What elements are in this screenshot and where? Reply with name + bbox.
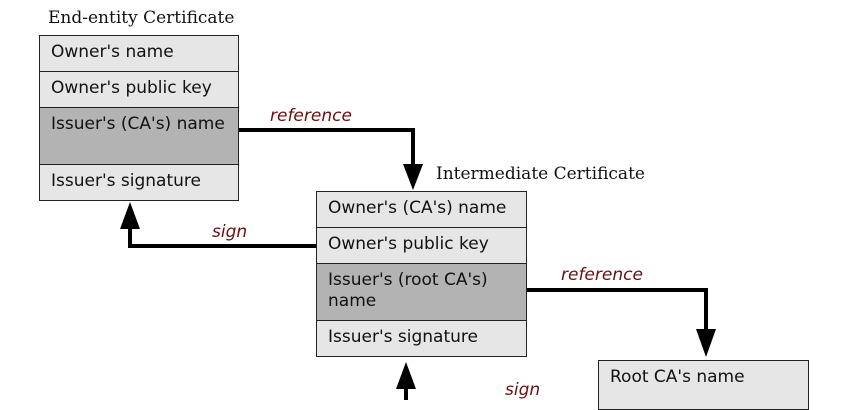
intermediate-owner-name: Owner's (CA's) name (317, 192, 526, 228)
end-entity-title: End-entity Certificate (48, 8, 235, 28)
intermediate-issuer-signature: Issuer's signature (317, 321, 526, 356)
sign-arrowhead-2 (396, 362, 416, 389)
sign-label-2: sign (505, 380, 541, 400)
reference-label-2: reference (561, 265, 643, 285)
end-entity-issuer-name: Issuer's (CA's) name (40, 108, 238, 165)
end-entity-owner-key: Owner's public key (40, 72, 238, 108)
intermediate-certificate: Owner's (CA's) name Owner's public key I… (316, 191, 527, 357)
reference-arrowhead-1 (403, 164, 423, 190)
sign-arrow-1 (128, 225, 316, 248)
intermediate-owner-key: Owner's public key (317, 228, 526, 264)
intermediate-issuer-name: Issuer's (root CA's) name (317, 264, 526, 321)
end-entity-issuer-signature: Issuer's signature (40, 165, 238, 200)
root-owner-name: Root CA's name (599, 361, 808, 398)
connector-arrows (120, 128, 716, 400)
end-entity-owner-name: Owner's name (40, 36, 238, 72)
end-entity-certificate: Owner's name Owner's public key Issuer's… (39, 35, 239, 201)
sign-arrowhead-1 (120, 202, 140, 229)
root-certificate: Root CA's name (598, 360, 809, 410)
reference-arrow-1 (238, 128, 415, 166)
sign-label-1: sign (212, 222, 248, 242)
reference-arrowhead-2 (696, 329, 716, 357)
reference-arrow-2 (527, 288, 708, 331)
intermediate-title: Intermediate Certificate (436, 164, 645, 184)
reference-label-1: reference (270, 106, 352, 126)
